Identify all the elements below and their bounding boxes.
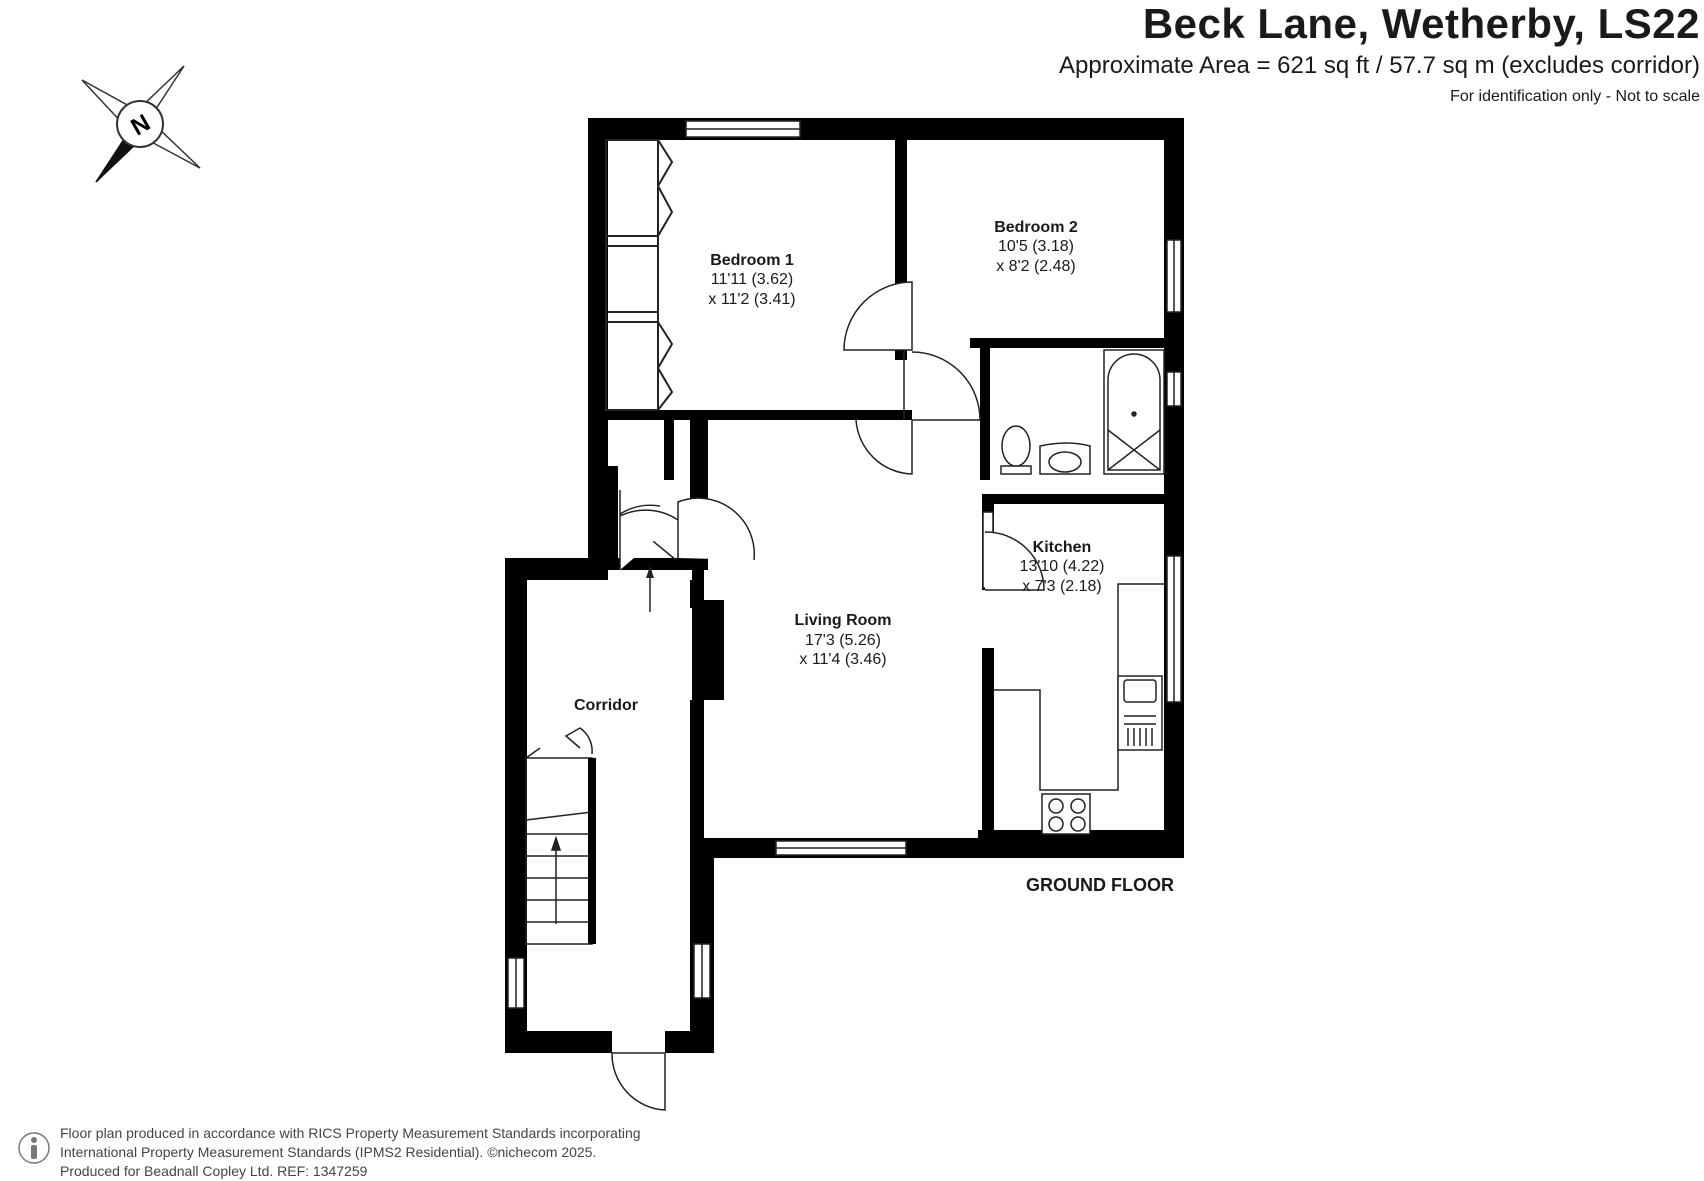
kitchen-name: Kitchen bbox=[1033, 539, 1092, 556]
floor-label: GROUND FLOOR bbox=[1026, 875, 1174, 895]
plan-title: Beck Lane, Wetherby, LS22 bbox=[1142, 0, 1700, 47]
compass-north-icon: N bbox=[81, 65, 201, 183]
door-swings bbox=[564, 281, 1045, 1111]
bedroom2-dim1: 10'5 (3.18) bbox=[998, 238, 1074, 255]
corridor-name: Corridor bbox=[574, 697, 638, 714]
staircase bbox=[525, 747, 596, 945]
footer: Floor plan produced in accordance with R… bbox=[60, 1124, 641, 1181]
footer-line-1: Floor plan produced in accordance with R… bbox=[60, 1125, 641, 1141]
kitchen-dim2: x 7'3 (2.18) bbox=[1022, 578, 1102, 595]
bedroom1-dim1: 11'11 (3.62) bbox=[711, 271, 794, 288]
bedroom2-name: Bedroom 2 bbox=[994, 219, 1078, 236]
scale-note: For identification only - Not to scale bbox=[1450, 88, 1700, 105]
bedroom1-name: Bedroom 1 bbox=[710, 252, 794, 269]
bedroom2-dim2: x 8'2 (2.48) bbox=[996, 258, 1076, 275]
living-room-dim2: x 11'4 (3.46) bbox=[799, 651, 886, 668]
bathroom-fixtures bbox=[1000, 349, 1165, 475]
footer-line-2: International Property Measurement Stand… bbox=[60, 1144, 597, 1160]
living-room-name: Living Room bbox=[795, 612, 892, 629]
bedroom1-dim2: x 11'2 (3.41) bbox=[708, 291, 795, 308]
person-icon bbox=[18, 1132, 50, 1164]
living-room-dim1: 17'3 (5.26) bbox=[805, 632, 881, 649]
area-text: Approximate Area = 621 sq ft / 57.7 sq m… bbox=[1059, 52, 1700, 79]
wardrobes bbox=[605, 139, 674, 411]
footer-line-3: Produced for Beadnall Copley Ltd. REF: 1… bbox=[60, 1163, 368, 1179]
kitchen-fittings bbox=[994, 583, 1164, 835]
kitchen-dim1: 13'10 (4.22) bbox=[1020, 558, 1105, 575]
